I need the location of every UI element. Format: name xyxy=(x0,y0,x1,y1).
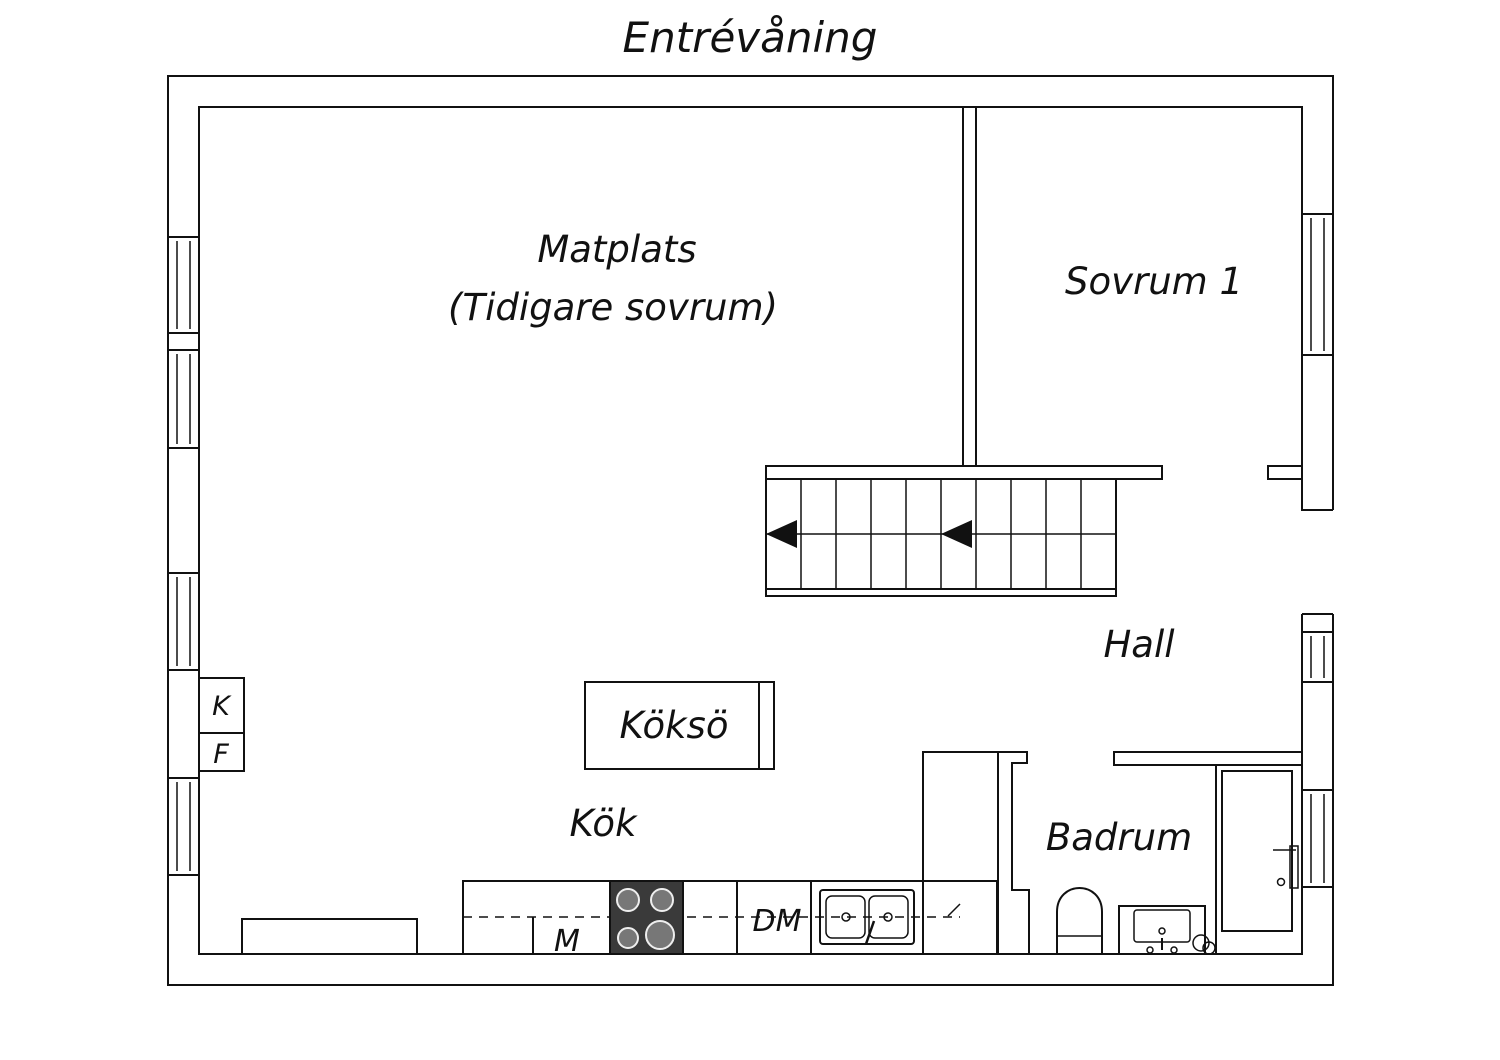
tall-cabinet xyxy=(922,751,1030,954)
bath-sink-icon xyxy=(1118,905,1216,955)
staircase xyxy=(765,478,1117,597)
window-left-2 xyxy=(167,349,200,449)
window-right-1 xyxy=(1301,213,1334,356)
stove-icon xyxy=(609,880,684,955)
kitchen-counter xyxy=(462,880,998,955)
bench xyxy=(241,918,418,955)
sink-icon xyxy=(819,889,915,945)
label-dm: DM xyxy=(753,904,802,939)
window-left-1 xyxy=(167,236,200,334)
window-left-4 xyxy=(167,777,200,876)
room-label-matplats-note: (Tidigare sovrum) xyxy=(448,286,778,329)
label-koksö: Köksö xyxy=(620,704,729,747)
window-right-2 xyxy=(1301,631,1334,683)
room-label-sovrum: Sovrum 1 xyxy=(1065,260,1243,303)
entry-jamb xyxy=(1267,465,1303,480)
window-right-3 xyxy=(1301,789,1334,888)
entry-opening xyxy=(1301,510,1335,614)
label-f: F xyxy=(213,739,229,770)
stair-arrow-icon xyxy=(941,520,972,548)
toilet-icon xyxy=(1056,887,1103,954)
shower-icon xyxy=(1215,764,1303,955)
label-k: K xyxy=(212,691,232,722)
floor-title: Entrévåning xyxy=(623,13,878,62)
fridge-freezer xyxy=(198,677,245,772)
room-label-kok: Kök xyxy=(569,802,638,845)
label-m: M xyxy=(554,924,580,959)
room-label-hall: Hall xyxy=(1103,623,1175,666)
wall-badrum-top xyxy=(1113,751,1303,766)
kitchen-island xyxy=(584,681,775,770)
stair-arrow-icon xyxy=(766,520,797,548)
wall-sovrum-bottom xyxy=(765,465,1163,480)
room-label-badrum: Badrum xyxy=(1046,816,1192,859)
window-left-3 xyxy=(167,572,200,671)
room-label-matplats: Matplats xyxy=(537,228,696,271)
wall-sovrum-left xyxy=(962,106,977,467)
